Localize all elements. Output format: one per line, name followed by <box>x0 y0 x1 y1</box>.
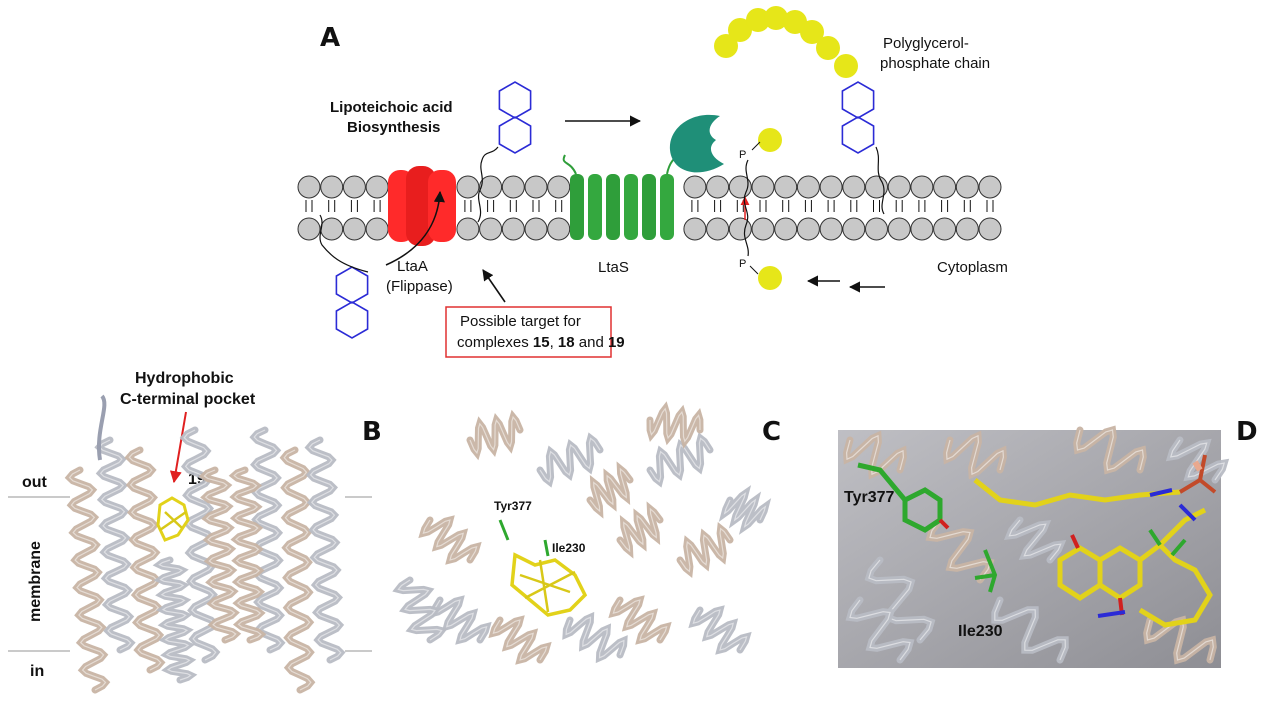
polyglycerol-line2: phosphate chain <box>880 55 990 72</box>
pocket-line1: Hydrophobic <box>135 370 234 387</box>
ile230-label-c: Ile230 <box>552 541 586 555</box>
target-line1: Possible target for <box>460 313 581 330</box>
target-line2: complexes 15, 18 and 19 <box>457 334 625 351</box>
ile230-label-d: Ile230 <box>958 623 1003 640</box>
panel-b-letter: B <box>362 417 382 447</box>
ile230-residue <box>974 549 998 593</box>
panel-d: D Tyr377 Ile230 <box>838 417 1258 668</box>
p-top: P <box>739 149 746 161</box>
protein-side-view <box>64 394 346 694</box>
tyr377-residue <box>857 462 950 533</box>
out-label: out <box>22 474 48 491</box>
polyglycerol-line1: Polyglycerol- <box>883 35 969 52</box>
cytoplasm-label: Cytoplasm <box>937 259 1008 276</box>
lipid-anchors <box>319 81 885 339</box>
flippase-label: (Flippase) <box>386 278 453 295</box>
tyr377-label-c: Tyr377 <box>494 499 532 513</box>
pocket-arrow <box>169 411 187 484</box>
panel-b: B Hydrophobic C-terminal pocket 19 out m… <box>8 370 382 694</box>
membrane-label: membrane <box>27 541 44 622</box>
pocket-line2: C-terminal pocket <box>120 391 256 408</box>
ltaa-flippase <box>385 166 456 266</box>
p-bottom: P <box>739 258 746 270</box>
ltaa-label: LtaA <box>397 258 428 275</box>
glycerol-bottom <box>758 266 782 290</box>
in-label: in <box>30 663 44 680</box>
panel-c-letter: C <box>762 417 781 447</box>
ltas-protein <box>562 139 691 240</box>
panel-a: A Lipoteichoic acid Biosynthesis Polygly… <box>297 6 1008 358</box>
ltas-label: LtaS <box>598 259 629 276</box>
protein-top-view <box>392 401 772 665</box>
glycerol-top <box>758 128 782 152</box>
target-box <box>445 306 612 358</box>
tyr377-label-d: Tyr377 <box>844 489 895 506</box>
lta-title-line2: Biosynthesis <box>347 119 440 136</box>
panel-d-letter: D <box>1236 417 1258 447</box>
panel-a-letter: A <box>320 23 340 53</box>
ligand-c <box>498 519 588 617</box>
binding-pocket-closeup <box>843 425 1230 665</box>
panel-c: C Tyr377 Ile230 <box>392 401 781 665</box>
lta-title-line1: Lipoteichoic acid <box>330 99 453 116</box>
ltas-enzyme-domain <box>669 114 724 173</box>
lipid-bilayer <box>297 175 1002 241</box>
polyglycerol-chain <box>714 6 858 78</box>
ligand-d <box>973 454 1217 628</box>
ligand-19-side <box>156 496 190 542</box>
